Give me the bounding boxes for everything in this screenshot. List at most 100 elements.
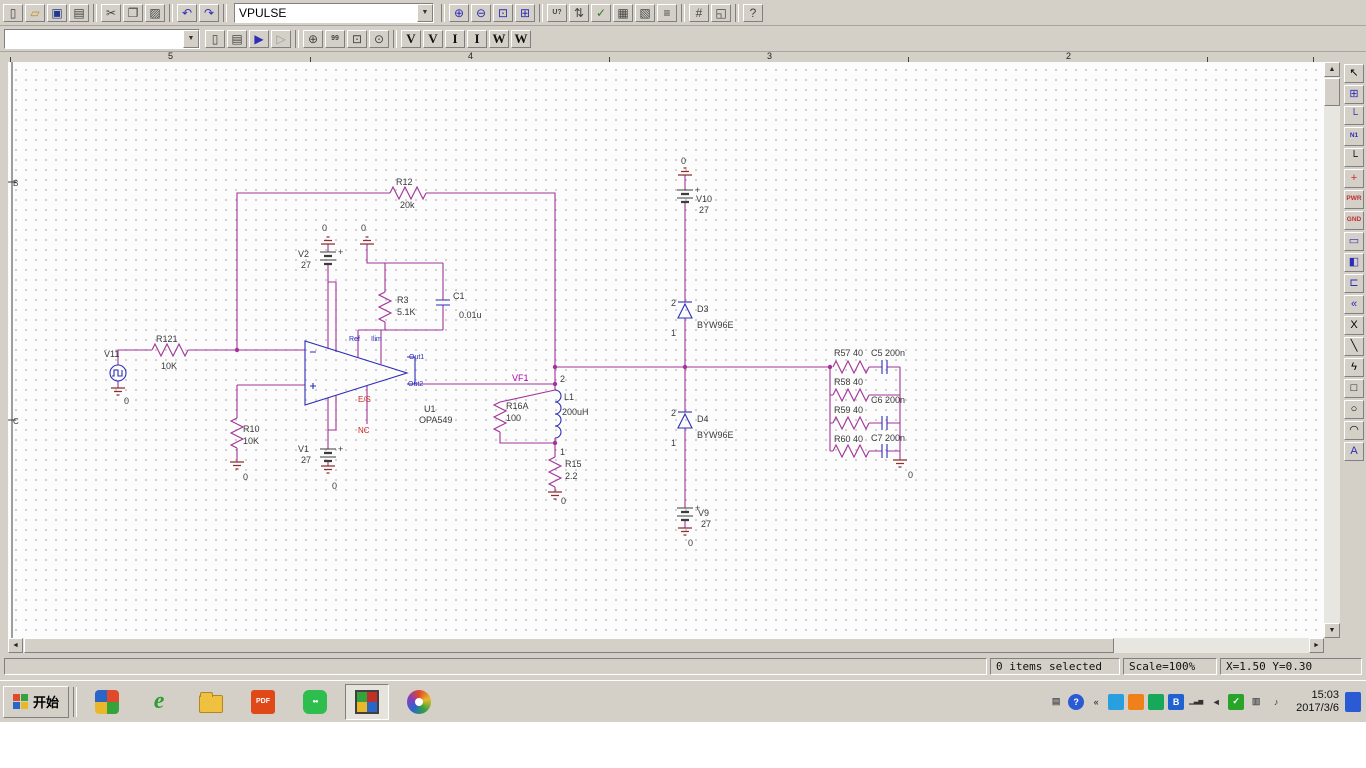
power-dissipation-marker-button[interactable]: W: [511, 29, 531, 48]
chevron-down-icon[interactable]: ▼: [183, 29, 199, 48]
cut-icon[interactable]: ✂: [101, 3, 121, 22]
place-part-tool[interactable]: ⊞: [1344, 85, 1364, 104]
place-off-page-connector-tool[interactable]: «: [1344, 295, 1364, 314]
redo-icon[interactable]: ↷: [199, 3, 219, 22]
schematic-label-VF1: VF1: [512, 373, 529, 383]
zoom-in-icon[interactable]: ⊕: [449, 3, 469, 22]
pdf-icon: PDF: [251, 689, 276, 714]
scroll-up-button[interactable]: ▲: [1324, 62, 1340, 77]
copy-icon[interactable]: ❐: [123, 3, 143, 22]
ruler-number: 2: [1066, 51, 1072, 61]
find-99-icon[interactable]: 99: [325, 29, 345, 48]
orcad-icon: [355, 689, 380, 714]
schematic-label-0: 0: [681, 156, 686, 166]
help-icon[interactable]: ?: [743, 3, 763, 22]
place-ellipse-tool[interactable]: ○: [1344, 400, 1364, 419]
current-into-pin-marker-button[interactable]: I: [467, 29, 487, 48]
print-icon[interactable]: ▤: [69, 3, 89, 22]
antivirus-icon[interactable]: ✓: [1228, 693, 1245, 710]
quicklaunch-wechat-icon[interactable]: ●●: [293, 684, 337, 720]
language-bar-icon[interactable]: [1345, 691, 1361, 712]
place-wire-tool[interactable]: └: [1344, 106, 1364, 125]
place-hierarchical-pin-tool[interactable]: ⊏: [1344, 274, 1364, 293]
schematic-label-Out1: Out1: [409, 354, 424, 361]
paste-icon[interactable]: ▨: [145, 3, 165, 22]
scroll-right-button[interactable]: ►: [1309, 638, 1324, 653]
place-hierarchical-port-tool[interactable]: ◧: [1344, 253, 1364, 272]
zoom-all-icon[interactable]: ⊞: [515, 3, 535, 22]
taskbar-clock[interactable]: 15:03 2017/3/6: [1296, 689, 1339, 715]
input-method-icon[interactable]: [1108, 693, 1125, 710]
save-icon[interactable]: ▣: [47, 3, 67, 22]
quicklaunch-paint-icon[interactable]: [397, 684, 441, 720]
horizontal-scrollbar[interactable]: ◄ ►: [8, 638, 1324, 653]
zoom-out-icon[interactable]: ⊖: [471, 3, 491, 22]
messenger-tray-icon[interactable]: [1148, 693, 1165, 710]
quicklaunch-media-icon[interactable]: [85, 684, 129, 720]
quicklaunch-folder-icon[interactable]: [189, 684, 233, 720]
vertical-scroll-thumb[interactable]: [1324, 78, 1340, 106]
part-combobox[interactable]: VPULSE ▼: [234, 2, 434, 23]
toolbar-separator: [735, 3, 739, 22]
new-document-icon[interactable]: ▯: [3, 3, 23, 22]
place-ground-tool[interactable]: GND: [1344, 211, 1364, 230]
place-bus-tool[interactable]: └: [1344, 148, 1364, 167]
zoom-fit-tool-icon[interactable]: ⊙: [369, 29, 389, 48]
power-marker-button[interactable]: W: [489, 29, 509, 48]
design-rules-check-icon[interactable]: ✓: [591, 3, 611, 22]
place-net-alias-tool[interactable]: N1: [1344, 127, 1364, 146]
run-pspice-icon[interactable]: ▶: [249, 29, 269, 48]
security-tray-icon[interactable]: [1128, 693, 1145, 710]
zoom-area-tool-icon[interactable]: ⊡: [347, 29, 367, 48]
quicklaunch-browser-icon[interactable]: e: [137, 684, 181, 720]
volume-icon[interactable]: ♪: [1273, 696, 1279, 707]
open-document-icon[interactable]: ▱: [25, 3, 45, 22]
audio-device-icon[interactable]: ◄: [1211, 696, 1221, 707]
place-arc-tool[interactable]: ◠: [1344, 421, 1364, 440]
schematic-label-E/S: E/S: [358, 395, 371, 404]
current-marker-button[interactable]: I: [445, 29, 465, 48]
create-netlist-icon[interactable]: ▦: [613, 3, 633, 22]
vertical-scrollbar[interactable]: ▲ ▼: [1324, 62, 1340, 638]
place-hierarchical-block-tool[interactable]: ▭: [1344, 232, 1364, 251]
simulation-profile-combobox[interactable]: ▼: [4, 28, 200, 49]
cross-reference-icon[interactable]: ▧: [635, 3, 655, 22]
scroll-left-button[interactable]: ◄: [8, 638, 23, 653]
quicklaunch-orcad-icon[interactable]: [345, 683, 390, 720]
snap-to-grid-icon[interactable]: #: [689, 3, 709, 22]
horizontal-scroll-thumb[interactable]: [24, 638, 1114, 653]
network-signal-icon[interactable]: ▁▃▅: [1189, 699, 1204, 705]
place-text-tool[interactable]: A: [1344, 442, 1364, 461]
start-button[interactable]: 开始: [3, 685, 70, 718]
back-annotate-icon[interactable]: ⇅: [569, 3, 589, 22]
clipboard-tray-icon[interactable]: ▥: [1251, 696, 1261, 706]
voltage-marker-button[interactable]: V: [401, 29, 421, 48]
place-rectangle-tool[interactable]: □: [1344, 379, 1364, 398]
schematic-label-L1: L1: [564, 392, 574, 402]
annotate-icon[interactable]: U?: [547, 3, 567, 22]
select-tool[interactable]: ↖: [1344, 64, 1364, 83]
zoom-area-icon[interactable]: ⊡: [493, 3, 513, 22]
edit-simulation-profile-icon[interactable]: ▤: [227, 29, 247, 48]
scroll-down-button[interactable]: ▼: [1324, 623, 1340, 638]
printer-icon[interactable]: ▤: [1051, 696, 1061, 706]
place-power-tool[interactable]: PWR: [1344, 190, 1364, 209]
help-tray-icon[interactable]: ?: [1068, 693, 1085, 710]
place-line-tool[interactable]: ╲: [1344, 337, 1364, 356]
undo-icon[interactable]: ↶: [177, 3, 197, 22]
zoom-in-tool-icon[interactable]: ⊕: [303, 29, 323, 48]
view-simulation-results-icon[interactable]: ▷: [271, 29, 291, 48]
show-hidden-icons-button[interactable]: «: [1093, 696, 1099, 707]
quicklaunch-pdf-icon[interactable]: PDF: [241, 684, 285, 720]
place-no-connect-tool[interactable]: X: [1344, 316, 1364, 335]
schematic-label-OPA549: OPA549: [419, 415, 452, 425]
bluetooth-icon[interactable]: B: [1168, 693, 1185, 710]
project-manager-icon[interactable]: ◱: [711, 3, 731, 22]
chevron-down-icon[interactable]: ▼: [417, 3, 433, 22]
place-polyline-tool[interactable]: ϟ: [1344, 358, 1364, 377]
place-junction-tool[interactable]: +: [1344, 169, 1364, 188]
bill-of-materials-icon[interactable]: ≡: [657, 3, 677, 22]
new-simulation-profile-icon[interactable]: ▯: [205, 29, 225, 48]
voltage-differential-marker-button[interactable]: V: [423, 29, 443, 48]
